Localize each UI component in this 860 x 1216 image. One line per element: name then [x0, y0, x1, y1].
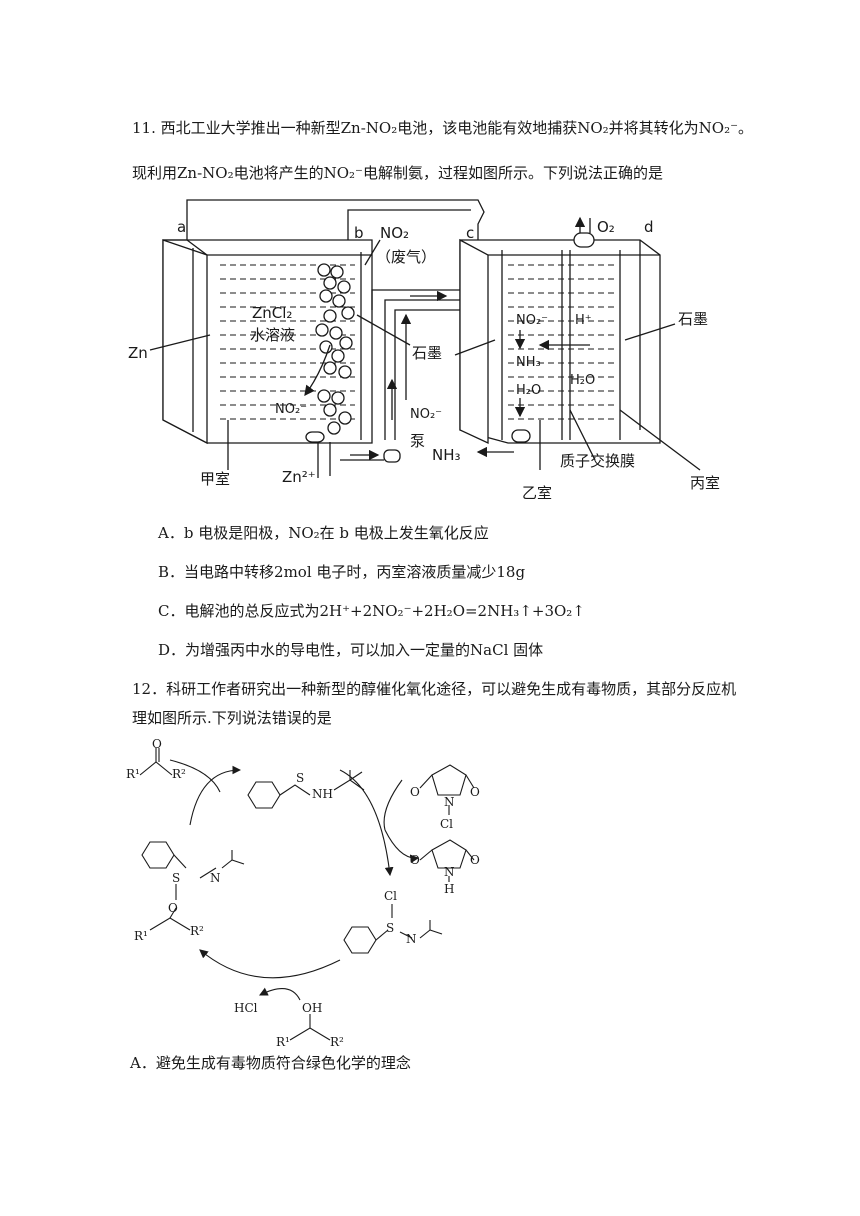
byproduct-hcl: HCl: [234, 1001, 258, 1015]
ncs-o2: O: [470, 785, 480, 799]
ns-o2: O: [470, 853, 480, 867]
label-no2-minus-pipe: NO₂⁻: [410, 407, 442, 422]
q11-stem-line1: 11. 西北工业大学推出一种新型Zn-NO₂电池，该电池能有效地捕获NO₂并将其…: [132, 119, 754, 137]
label-nh3-out: NH₃: [432, 446, 461, 464]
left-r1: R¹: [134, 929, 148, 943]
label-in-nh3: NH₃: [516, 355, 541, 370]
right-cl: Cl: [384, 889, 397, 903]
label-in-h: H⁺: [575, 313, 592, 328]
q11-stem-line2: 现利用Zn-NO₂电池将产生的NO₂⁻电解制氨，过程如图所示。下列说法正确的是: [132, 164, 663, 182]
label-yi: 乙室: [522, 484, 552, 502]
left-r2: R²: [190, 924, 204, 938]
alcohol-r1: R¹: [276, 1035, 290, 1049]
left-o: O: [168, 901, 178, 915]
ketone-r2: R²: [172, 767, 186, 781]
q11-option-d: D．为增强丙中水的导电性，可以加入一定量的NaCl 固体: [158, 641, 544, 659]
q12-stem-line2: 理如图所示.下列说法错误的是: [132, 709, 332, 727]
label-graphite-right: 石墨: [678, 310, 708, 328]
label-waste-gas: （废气）: [376, 248, 436, 266]
ncs-cl: Cl: [440, 817, 453, 831]
ns-o1: O: [410, 853, 420, 867]
label-o2: O₂: [597, 218, 615, 236]
ncs-o1: O: [410, 785, 420, 799]
label-c: c: [466, 224, 474, 242]
right-s: S: [386, 921, 394, 935]
label-membrane: 质子交换膜: [560, 452, 635, 470]
label-graphite-center: 石墨: [412, 344, 442, 362]
label-zncl2: ZnCl₂: [252, 304, 292, 322]
label-a: a: [177, 218, 186, 236]
label-aqueous: 水溶液: [250, 326, 295, 344]
q11-option-b: B．当电路中转移2mol 电子时，丙室溶液质量减少18g: [158, 563, 526, 581]
right-n: N: [406, 932, 417, 946]
label-in-h2o-right: H₂O: [570, 373, 595, 388]
top-nh: NH: [312, 787, 333, 801]
label-d: d: [644, 218, 654, 236]
q12-option-a: A．避免生成有毒物质符合绿色化学的理念: [130, 1054, 411, 1072]
label-bing: 丙室: [690, 474, 720, 492]
left-s: S: [172, 871, 180, 885]
label-no2-minus-left: NO₂⁻: [275, 402, 307, 417]
label-no2-gas: NO₂: [380, 224, 409, 242]
label-in-h2o-left: H₂O: [516, 383, 541, 398]
q11-option-c: C．电解池的总反应式为2H⁺+2NO₂⁻+2H₂O=2NH₃↑+3O₂↑: [158, 602, 585, 620]
label-b: b: [354, 224, 364, 242]
left-n: N: [210, 871, 221, 885]
ncs-n: N: [444, 795, 455, 809]
ketone-o: O: [152, 737, 162, 751]
alcohol-r2: R²: [330, 1035, 344, 1049]
alcohol-oh: OH: [302, 1001, 322, 1015]
label-in-no2: NO₂⁻: [516, 313, 548, 328]
q11-option-a: A．b 电极是阳极，NO₂在 b 电极上发生氧化反应: [158, 524, 489, 542]
ns-n: N: [444, 865, 455, 879]
label-jia: 甲室: [200, 470, 230, 488]
label-zn: Zn: [128, 344, 148, 362]
ketone-r1: R¹: [126, 767, 140, 781]
q12-stem-line1: 12．科研工作者研究出一种新型的醇催化氧化途径，可以避免生成有毒物质，其部分反应…: [132, 680, 737, 698]
label-pump: 泵: [410, 432, 425, 450]
ns-h: H: [444, 882, 454, 896]
top-s: S: [296, 771, 304, 785]
label-zn2plus: Zn²⁺: [282, 468, 316, 486]
